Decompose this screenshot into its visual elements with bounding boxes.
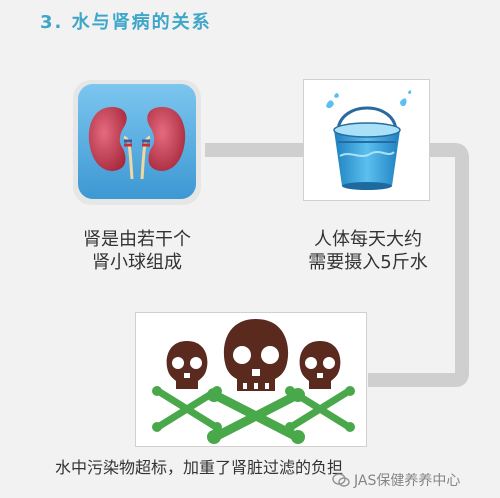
kidney-icon [73,80,201,205]
page-title: 3. 水与肾病的关系 [40,12,212,33]
water-bucket-icon [326,90,412,190]
water-bucket-card [303,79,430,201]
water-label-line2: 需要摄入5斤水 [308,252,428,273]
wechat-icon [332,473,350,487]
skull-left [152,341,222,432]
skull-crossbones-icon [152,319,355,444]
water-label-line1: 人体每天大约 [314,229,422,250]
poison-label: 水中污染物超标，加重了肾脏过滤的负担 [55,458,344,477]
skull-center [207,319,305,444]
skull-right [285,341,355,432]
kidney-card [72,79,202,206]
watermark: JAS保健养养中心 [332,470,460,490]
watermark-text: JAS保健养养中心 [354,473,461,489]
kidney-label-line2: 肾小球组成 [92,252,182,273]
kidney-label-line1: 肾是由若干个 [83,229,191,250]
poison-card [135,312,367,447]
